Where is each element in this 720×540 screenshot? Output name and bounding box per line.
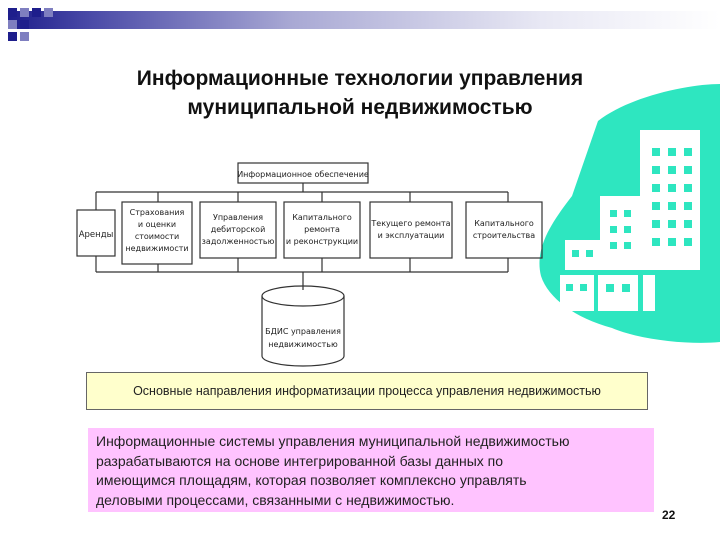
- diagram-branch-label: ремонта: [304, 225, 340, 234]
- description-line: имеющимся площадям, которая позволяет ко…: [96, 471, 646, 491]
- diagram-branch-label: недвижимости: [125, 244, 188, 253]
- database-label: БДИС управления: [265, 327, 341, 336]
- database-label: недвижимостью: [268, 340, 338, 349]
- diagram-branch-label: и эксплуатации: [378, 231, 445, 240]
- description-line: деловыми процессами, связанными с недвиж…: [96, 491, 646, 511]
- diagram-branch-box: [466, 202, 542, 258]
- diagram-branch-label: стоимости: [135, 232, 179, 241]
- diagram-branch-label: и реконструкции: [286, 237, 358, 246]
- description-line: разрабатываются на основе интегрированно…: [96, 452, 646, 472]
- description-box: Информационные системы управления муници…: [88, 428, 654, 512]
- database-cylinder-icon: [262, 286, 344, 366]
- description-line: Информационные системы управления муници…: [96, 432, 646, 452]
- diagram-branch-label: Аренды: [79, 230, 114, 240]
- diagram-caption: Основные направления информатизации проц…: [86, 372, 648, 410]
- diagram-branch-label: Текущего ремонта: [370, 219, 450, 228]
- diagram-branch-box: [370, 202, 452, 258]
- diagram-branch-label: дебиторской: [211, 225, 266, 234]
- diagram-branch-label: Капитального: [292, 213, 352, 222]
- diagram-branch-label: Капитального: [474, 219, 534, 228]
- page-number: 22: [662, 508, 675, 522]
- diagram-branch-label: Страхования: [130, 208, 185, 217]
- diagram-branch-label: и оценки: [138, 220, 176, 229]
- diagram-root-label: Информационное обеспечение: [237, 170, 369, 179]
- diagram-branch-label: Управления: [213, 213, 263, 222]
- diagram-branch-label: строительства: [473, 231, 535, 240]
- diagram-branch-label: задолженностью: [202, 237, 275, 246]
